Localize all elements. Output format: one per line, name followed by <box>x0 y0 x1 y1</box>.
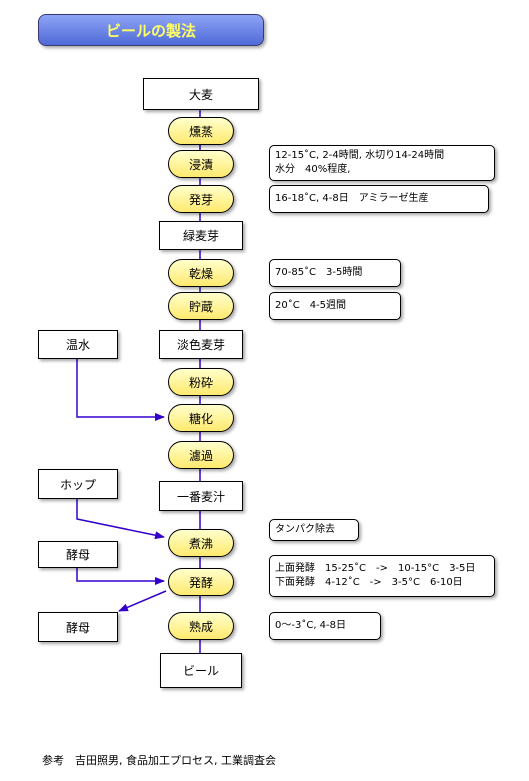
note-boiling-text: タンパク除去 <box>275 524 335 535</box>
step-pale-malt: 淡色麦芽 <box>159 330 243 359</box>
note-storage-text: 20˚C 4-5週間 <box>275 300 347 311</box>
yeast-in-arrow <box>76 566 165 585</box>
note-fermentation: 上面発酵 15-25˚C -> 10-15°C 3-5日 下面発酵 4-12˚C… <box>269 555 495 597</box>
input-yeast: 酵母 <box>38 541 118 568</box>
step-barley: 大麦 <box>143 78 259 110</box>
step-drying: 乾燥 <box>168 259 234 287</box>
note-steeping-line1: 12-15˚C, 2-4時間, 水切り14-24時間 <box>275 150 445 161</box>
note-drying-text: 70-85˚C 3-5時間 <box>275 267 363 278</box>
step-milling: 粉砕 <box>168 368 234 396</box>
input-hot-water: 温水 <box>38 330 118 359</box>
step-beer: ビール <box>160 653 242 688</box>
hops-arrow <box>76 497 165 540</box>
step-green-malt: 緑麦芽 <box>159 221 243 250</box>
note-ferment-top: 上面発酵 15-25˚C -> 10-15°C 3-5日 <box>275 563 476 574</box>
yeast-out-arrow <box>118 590 167 612</box>
note-maturation-text: 0〜-3˚C, 4-8日 <box>275 620 347 631</box>
output-yeast: 酵母 <box>38 612 118 642</box>
step-steeping: 浸漬 <box>168 150 234 178</box>
note-ferment-bottom: 下面発酵 4-12˚C -> 3-5°C 6-10日 <box>275 577 463 588</box>
step-fermentation: 発酵 <box>168 568 234 596</box>
step-saccharification: 糖化 <box>168 404 234 432</box>
note-steeping: 12-15˚C, 2-4時間, 水切り14-24時間 水分 40%程度, <box>269 145 495 181</box>
note-germination-text: 16-18˚C, 4-8日 アミラーゼ生産 <box>275 193 429 204</box>
note-drying: 70-85˚C 3-5時間 <box>269 259 401 287</box>
note-germination: 16-18˚C, 4-8日 アミラーゼ生産 <box>269 185 489 213</box>
hot-water-arrow <box>76 357 165 421</box>
step-storage: 貯蔵 <box>168 292 234 320</box>
note-storage: 20˚C 4-5週間 <box>269 292 401 320</box>
note-maturation: 0〜-3˚C, 4-8日 <box>269 612 381 640</box>
note-boiling: タンパク除去 <box>269 519 359 541</box>
reference-footer: 参考 吉田照男, 食品加工プロセス, 工業調査会 <box>42 754 276 767</box>
step-maturation: 熟成 <box>168 612 234 640</box>
step-filtration: 濾過 <box>168 441 234 469</box>
step-germination: 発芽 <box>168 185 234 213</box>
page-title: ビールの製法 <box>38 14 264 46</box>
step-fumigation: 燻蒸 <box>168 117 234 145</box>
note-steeping-line2: 水分 40%程度, <box>275 164 351 175</box>
input-hops: ホップ <box>38 469 118 499</box>
step-first-wort: 一番麦汁 <box>159 481 243 511</box>
step-boiling: 煮沸 <box>168 529 234 557</box>
